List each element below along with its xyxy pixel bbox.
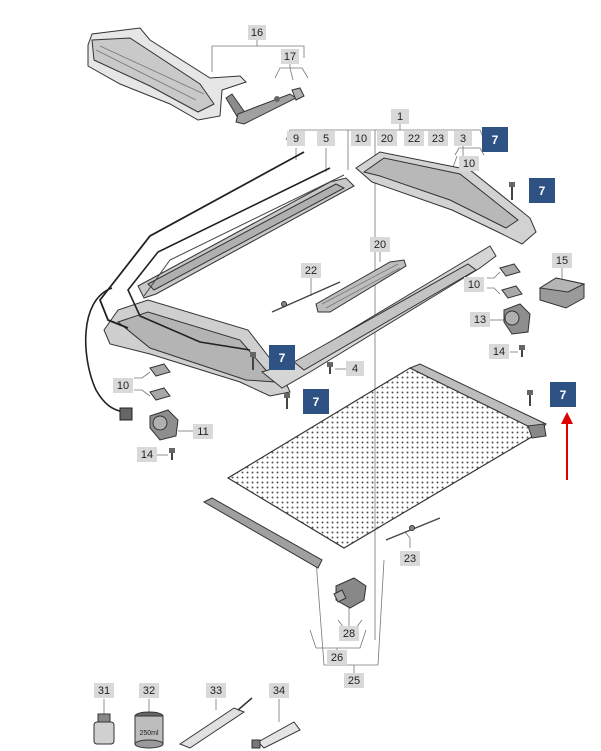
svg-text:10: 10	[355, 133, 367, 145]
svg-text:7: 7	[560, 388, 567, 402]
wind-deflector-icon	[87, 27, 247, 121]
label-23a: 23	[428, 131, 448, 146]
svg-text:10: 10	[117, 380, 129, 392]
svg-text:20: 20	[374, 239, 386, 251]
svg-text:25: 25	[348, 675, 360, 687]
sunshade-blind-icon	[226, 363, 547, 549]
svg-text:23: 23	[432, 133, 444, 145]
label-9: 9	[287, 131, 305, 146]
label-10b: 10	[459, 156, 479, 171]
bracket-icon	[225, 87, 305, 125]
label-10a: 10	[351, 131, 371, 146]
label-14b: 14	[137, 447, 157, 462]
label-32: 32	[139, 683, 159, 698]
svg-text:16: 16	[251, 27, 263, 39]
svg-text:32: 32	[143, 685, 155, 697]
label-4: 4	[346, 361, 364, 376]
svg-text:1: 1	[397, 111, 403, 123]
label-17: 17	[281, 49, 299, 64]
label-22b: 22	[301, 263, 321, 278]
svg-text:22: 22	[305, 265, 317, 277]
label-13: 13	[470, 312, 490, 327]
label-16: 16	[248, 25, 266, 40]
label-1: 1	[391, 109, 409, 124]
bracket-icon	[333, 577, 367, 609]
label-28: 28	[339, 626, 359, 641]
bolt-icon	[169, 182, 533, 460]
cable-icon	[385, 517, 441, 541]
svg-text:31: 31	[98, 685, 110, 697]
tube-icon	[251, 721, 301, 749]
svg-text:10: 10	[463, 158, 475, 170]
svg-text:3: 3	[460, 133, 466, 145]
label-11: 11	[193, 424, 213, 439]
callout-7-mid: 7	[269, 345, 295, 370]
label-33: 33	[206, 683, 226, 698]
svg-text:23: 23	[404, 553, 416, 565]
label-22a: 22	[404, 131, 424, 146]
clip-icon	[149, 263, 523, 401]
label-20b: 20	[370, 237, 390, 252]
seal-icon	[98, 151, 345, 351]
label-20a: 20	[377, 131, 397, 146]
seal-icon	[202, 497, 323, 569]
svg-text:7: 7	[279, 351, 286, 365]
svg-text:10: 10	[468, 279, 480, 291]
svg-text:34: 34	[273, 685, 285, 697]
control-unit-icon	[538, 277, 586, 309]
sunroof-frame-icon	[103, 151, 537, 397]
label-3: 3	[454, 131, 472, 146]
svg-text:17: 17	[284, 51, 296, 63]
svg-text:7: 7	[539, 184, 546, 198]
svg-text:26: 26	[331, 652, 343, 664]
label-34: 34	[269, 683, 289, 698]
guide-rail-icon	[315, 259, 407, 313]
label-31: 31	[94, 683, 114, 698]
label-25: 25	[344, 673, 364, 688]
label-15: 15	[552, 253, 572, 268]
tin-icon: 250ml	[134, 711, 164, 749]
cable-icon	[84, 287, 133, 421]
svg-text:28: 28	[343, 628, 355, 640]
svg-text:5: 5	[323, 133, 329, 145]
tin-label: 250ml	[139, 730, 159, 737]
svg-text:11: 11	[197, 426, 208, 438]
label-23b: 23	[400, 551, 420, 566]
label-26: 26	[327, 650, 347, 665]
label-14a: 14	[489, 344, 509, 359]
callout-7-right: 7	[529, 178, 555, 203]
leader-lines	[103, 40, 563, 722]
label-10d: 10	[113, 378, 133, 393]
motor-icon	[149, 303, 531, 441]
svg-text:7: 7	[313, 395, 320, 409]
svg-text:14: 14	[141, 449, 153, 461]
cartridge-icon	[178, 697, 253, 749]
callout-7-low: 7	[303, 389, 329, 414]
svg-text:14: 14	[493, 346, 505, 358]
bottle-icon	[93, 713, 115, 745]
arrow-up-icon	[561, 412, 573, 480]
svg-text:33: 33	[210, 685, 222, 697]
svg-text:7: 7	[492, 133, 499, 147]
svg-text:15: 15	[556, 255, 568, 267]
svg-text:13: 13	[474, 314, 486, 326]
svg-text:9: 9	[293, 133, 299, 145]
callout-7-highlight: 7	[550, 382, 576, 407]
callout-7-top: 7	[482, 127, 508, 152]
cable-icon	[271, 281, 341, 313]
part-labels: 16 17 1 9 5 10 20 22 23 3 10 20 22 15 10…	[94, 25, 572, 698]
svg-text:4: 4	[352, 363, 358, 375]
callouts: 7 7 7 7 7	[269, 127, 576, 414]
svg-text:20: 20	[381, 133, 393, 145]
svg-text:22: 22	[408, 133, 420, 145]
label-10c: 10	[464, 277, 484, 292]
label-5: 5	[317, 131, 335, 146]
